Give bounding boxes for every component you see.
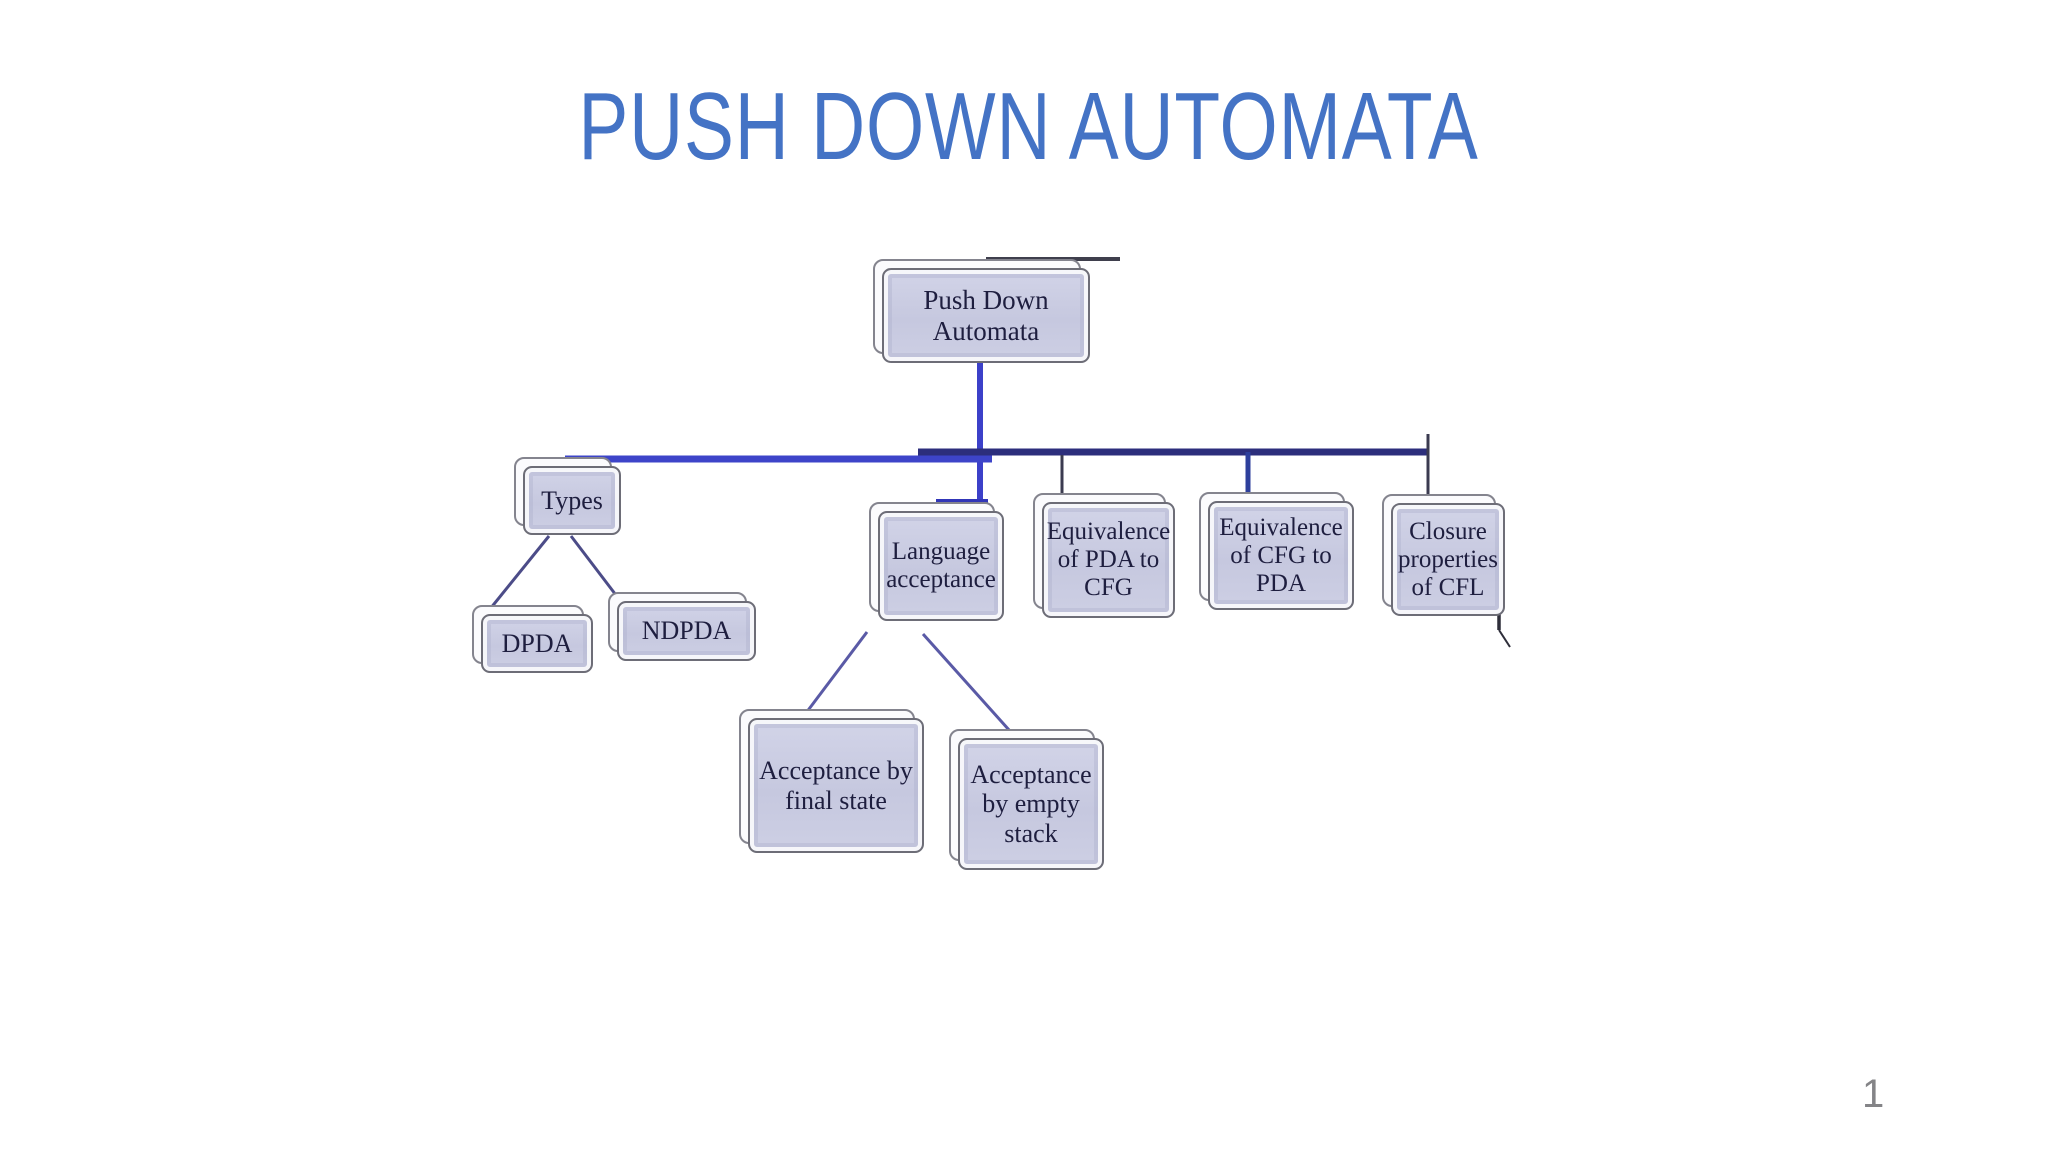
node-label-line: of PDA to — [1057, 546, 1160, 573]
node-label-line: stack — [1004, 818, 1058, 848]
node-label-line: Types — [541, 485, 603, 515]
node-label-line: Acceptance — [970, 760, 1092, 790]
node-label-line: Equivalence — [1046, 518, 1171, 545]
node-types: Types — [514, 457, 621, 535]
page-number: 1 — [1862, 1072, 1885, 1116]
node-face: Language acceptance — [878, 511, 1004, 621]
node-face: Acceptance by empty stack — [958, 738, 1104, 870]
node-face: DPDA — [481, 614, 593, 673]
node-label-line: by empty — [982, 789, 1080, 819]
node-acceptance-by-final-state: Acceptance by final state — [739, 709, 924, 853]
connector-types-to-ndpda — [569, 535, 624, 604]
node-label-line: acceptance — [886, 566, 996, 593]
node-face: Push Down Automata — [882, 268, 1090, 363]
node-label-line: Push Down — [923, 285, 1049, 316]
node-label-line: Equivalence — [1219, 513, 1343, 541]
node-label-line: PDA — [1255, 569, 1306, 597]
node-face: NDPDA — [617, 601, 756, 661]
node-label-line: final state — [785, 785, 887, 815]
node-dpda: DPDA — [472, 605, 593, 673]
node-label-line: properties — [1398, 545, 1498, 573]
closure-box-clipped-edge-tail — [1498, 629, 1511, 648]
node-label-line: Automata — [932, 315, 1040, 346]
node-acceptance-by-empty-stack: Acceptance by empty stack — [949, 729, 1104, 870]
node-label-line: Closure — [1409, 517, 1487, 545]
node-label-line: of CFL — [1411, 573, 1485, 601]
node-face: Equivalence of CFG to PDA — [1208, 501, 1354, 610]
slide-title: PUSH DOWN AUTOMATA — [578, 73, 1479, 180]
connector-language-to-empty-stack — [921, 632, 1020, 742]
connector-language-to-final-state — [801, 631, 869, 718]
node-equivalence-pda-to-cfg: Equivalence of PDA to CFG — [1033, 493, 1175, 618]
node-equivalence-cfg-to-pda: Equivalence of CFG to PDA — [1199, 492, 1354, 610]
node-face: Equivalence of PDA to CFG — [1042, 502, 1175, 618]
node-push-down-automata: Push Down Automata — [873, 259, 1090, 363]
node-closure-properties-cfl: Closure properties of CFL — [1382, 494, 1505, 616]
node-label-line: of CFG to — [1230, 541, 1332, 569]
node-label-line: Language — [891, 538, 991, 565]
node-face: Types — [523, 466, 621, 535]
node-face: Acceptance by final state — [748, 718, 924, 853]
node-label-line: Acceptance by — [759, 756, 913, 786]
node-face: Closure properties of CFL — [1391, 503, 1505, 616]
node-label-line: DPDA — [501, 628, 573, 658]
node-label-line: CFG — [1084, 574, 1133, 601]
connector-types-to-dpda — [484, 535, 551, 615]
node-ndpda: NDPDA — [608, 592, 756, 661]
node-label-line: NDPDA — [641, 616, 732, 646]
node-language-acceptance: Language acceptance — [869, 502, 1004, 621]
